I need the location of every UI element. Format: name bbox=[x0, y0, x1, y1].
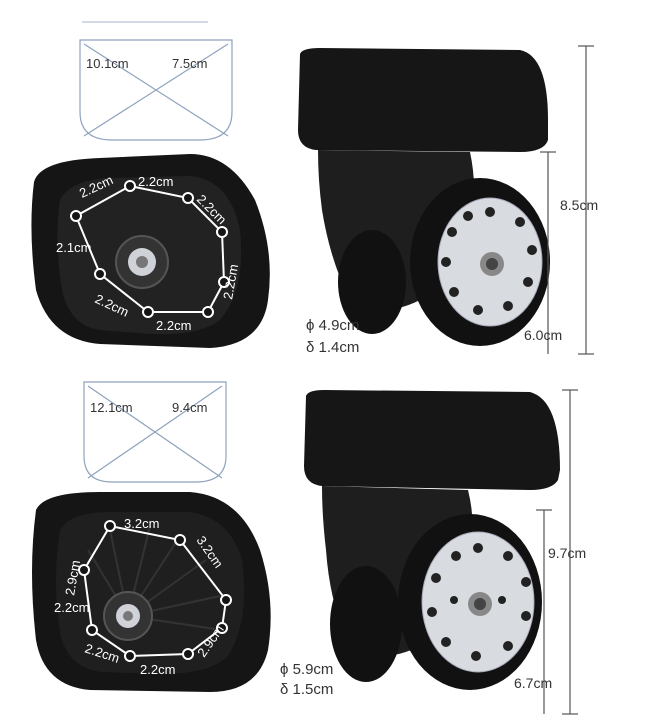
top-wheel-height-label: 6.0cm bbox=[524, 327, 562, 343]
top-plate-width-label: 10.1cm bbox=[86, 56, 129, 71]
bottom-wheel-panel: 12.1cm 9.4cm 2.9cm bbox=[0, 360, 658, 720]
bottom-plate-width-label: 12.1cm bbox=[90, 400, 133, 415]
bottom-bolt-holes bbox=[78, 520, 232, 662]
bottom-dimension-lines bbox=[536, 389, 578, 715]
bottom-bolt-spacing-4: 2.2cm bbox=[54, 600, 89, 615]
bottom-mount-plate-outline: 12.1cm 9.4cm bbox=[83, 381, 227, 483]
bottom-hub-holes bbox=[427, 543, 531, 661]
top-diameter-label: ϕ 4.9cm bbox=[306, 317, 359, 334]
top-base-plate: 2.2cm 2.2cm 2.2cm 2.1cm 2.2cm 2.2cm 2.2c… bbox=[31, 154, 270, 348]
top-bolt-spacing-2: 2.2cm bbox=[138, 174, 173, 189]
bottom-plate-depth-label: 9.4cm bbox=[172, 400, 207, 415]
bottom-height-label: 9.7cm bbox=[548, 545, 586, 561]
top-hub-holes bbox=[441, 207, 537, 315]
bottom-wheel-height-label: 6.7cm bbox=[514, 675, 552, 691]
top-mount-plate-outline: 10.1cm 7.5cm bbox=[79, 21, 233, 141]
bottom-bolt-spacing-6: 2.2cm bbox=[140, 662, 175, 677]
top-height-label: 8.5cm bbox=[560, 197, 598, 213]
bottom-thickness-label: δ 1.5cm bbox=[280, 681, 333, 698]
top-plate-depth-label: 7.5cm bbox=[172, 56, 207, 71]
bottom-caster-wheel bbox=[304, 390, 560, 690]
top-thickness-label: δ 1.4cm bbox=[306, 339, 359, 356]
top-caster-wheel bbox=[298, 48, 550, 346]
bottom-bolt-spacing-1: 2.9cm bbox=[62, 559, 83, 596]
top-bolt-spacing-7: 2.2cm bbox=[156, 318, 191, 333]
top-dimension-lines bbox=[540, 45, 594, 355]
bottom-diameter-label: ϕ 5.9cm bbox=[280, 661, 333, 678]
top-bolt-holes bbox=[70, 180, 230, 318]
top-bolt-spacing-5: 2.2cm bbox=[220, 263, 241, 300]
bottom-base-plate: 2.9cm 3.2cm 3.2cm 2.2cm 2.2cm 2.2cm 2.9c… bbox=[32, 492, 271, 692]
top-wheel-illustration: 10.1cm 7.5cm 2.2cm 2.2cm 2.2cm 2.1cm 2.2… bbox=[31, 21, 598, 356]
bottom-bolt-spacing-2: 3.2cm bbox=[124, 516, 159, 531]
top-wheel-panel: 10.1cm 7.5cm 2.2cm 2.2cm 2.2cm 2.1cm 2.2… bbox=[31, 21, 598, 356]
top-bolt-spacing-4: 2.1cm bbox=[56, 240, 91, 255]
bottom-wheel-illustration: 12.1cm 9.4cm 2.9cm bbox=[32, 381, 586, 715]
